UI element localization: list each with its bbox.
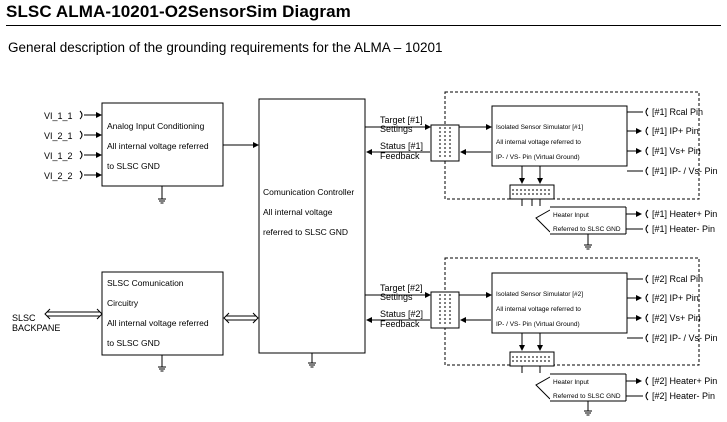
page-title: SLSC ALMA-10201-O2SensorSim Diagram: [6, 2, 351, 21]
simulator-title: Isolated Sensor Simulator [#1]: [496, 124, 583, 131]
feedback-label: Feedback: [380, 151, 420, 161]
status-label: Status [#1]: [380, 141, 423, 151]
backplane-label: SLSC: [12, 313, 36, 323]
target-label: Target [#2]: [380, 283, 423, 293]
pin-label: [#2] IP+ Pin: [652, 293, 699, 303]
settings-label: Settings: [380, 292, 413, 302]
heater-title: Heater Input: [553, 212, 589, 219]
page-subtitle: General description of the grounding req…: [8, 40, 443, 55]
pin-label: [#2] Rcal Pin: [652, 274, 703, 284]
pin-label: [#1] IP- / Vs- Pin: [652, 166, 718, 176]
analog-block-text: All internal voltage referred: [107, 141, 209, 151]
heater-pin-label: [#2] Heater+ Pin: [652, 376, 717, 386]
pin-label: [#1] Vs+ Pin: [652, 146, 701, 156]
input-label: VI_1_1: [44, 111, 73, 121]
analog-block-text: to SLSC GND: [107, 161, 160, 171]
channel-2: Target [#2] Settings Status [#2] Feedbac…: [365, 257, 718, 416]
heater-title: Heater Input: [553, 379, 589, 386]
backplane-label: BACKPANE: [12, 323, 60, 333]
heater-text: Referred to SLSC GND: [553, 226, 621, 233]
controller-text: referred to SLSC GND: [263, 227, 348, 237]
input-label: VI_2_2: [44, 171, 73, 181]
pin-label: [#1] Rcal Pin: [652, 107, 703, 117]
target-label: Target [#1]: [380, 115, 423, 125]
input-label: VI_2_1: [44, 131, 73, 141]
analog-block-title: Analog Input Conditioning: [107, 121, 205, 131]
pin-label: [#2] Vs+ Pin: [652, 313, 701, 323]
ground-symbol: [583, 239, 593, 250]
ground-symbol: [157, 361, 167, 372]
input-label: VI_1_2: [44, 151, 73, 161]
simulator-text: IP- / VS- Pin (Virtual Ground): [496, 154, 580, 161]
comm-block-title: SLSC Comunication: [107, 278, 184, 288]
comm-block-text: to SLSC GND: [107, 338, 160, 348]
comm-block-text: Circuitry: [107, 298, 139, 308]
analog-inputs: VI_1_1 VI_2_1 VI_1_2 VI_2_2: [44, 110, 102, 181]
pin-label: [#1] IP+ Pin: [652, 126, 699, 136]
heater-pin-label: [#1] Heater- Pin: [652, 224, 715, 234]
pin-label: [#2] IP- / Vs- Pin: [652, 333, 718, 343]
simulator-text: All internal voltage referred to: [496, 306, 581, 313]
simulator-text: All internal voltage referred to: [496, 139, 581, 146]
settings-label: Settings: [380, 124, 413, 134]
heater-text: Referred to SLSC GND: [553, 393, 621, 400]
comm-bus: [223, 312, 259, 324]
status-label: Status [#2]: [380, 309, 423, 319]
title-divider: [6, 25, 721, 26]
simulator-title: Isolated Sensor Simulator [#2]: [496, 291, 583, 298]
ground-symbol: [157, 193, 167, 204]
feedback-label: Feedback: [380, 319, 420, 329]
ground-symbol: [307, 357, 317, 368]
controller-title: Comunication Controller: [263, 187, 354, 197]
analog-input-block: Analog Input Conditioning All internal v…: [101, 102, 224, 204]
heater-pin-label: [#2] Heater- Pin: [652, 391, 715, 401]
simulator-text: IP- / VS- Pin (Virtual Ground): [496, 321, 580, 328]
ground-symbol: [583, 405, 593, 416]
heater-pin-label: [#1] Heater+ Pin: [652, 209, 717, 219]
channel-1: Target [#1] Settings Status [#1] Feedbac…: [365, 91, 718, 250]
slsc-communication-block: SLSC Comunication Circuitry All internal…: [101, 271, 224, 372]
controller-text: All internal voltage: [263, 207, 333, 217]
communication-controller-block: Comunication Controller All internal vol…: [258, 98, 366, 368]
backplane-connection: SLSC BACKPANE: [12, 308, 103, 333]
comm-block-text: All internal voltage referred: [107, 318, 209, 328]
